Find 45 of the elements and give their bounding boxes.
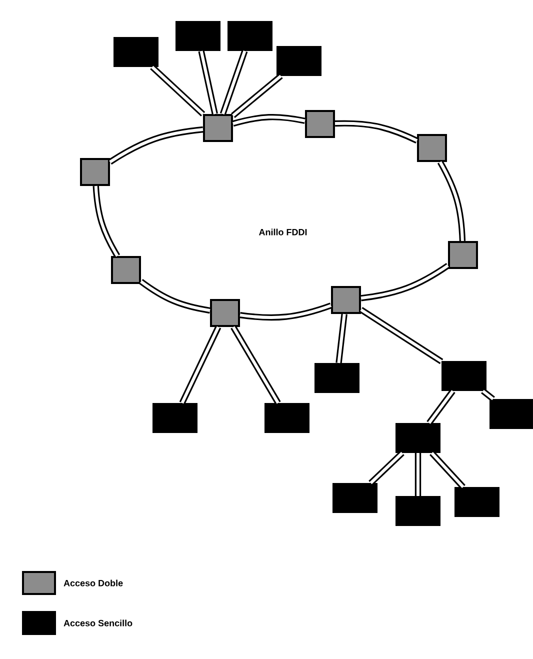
station-cable: [336, 314, 348, 364]
station-cable: [414, 453, 422, 496]
station-cable: [231, 74, 283, 118]
dual-station-box: [417, 134, 447, 162]
single-station-box: [314, 363, 360, 393]
station-cable: [359, 307, 444, 364]
station-cable: [179, 326, 222, 404]
station-cable: [481, 388, 495, 402]
station-cable: [220, 50, 248, 116]
single-station-box: [490, 399, 533, 429]
ring-cable: [437, 160, 466, 242]
dual-station-box: [331, 286, 361, 314]
single-station-box: [442, 361, 486, 391]
single-station-box: [276, 46, 322, 76]
single-station-box: [152, 403, 198, 433]
ring-cable: [232, 114, 306, 127]
dual-station-box: [203, 114, 233, 142]
ring-cable: [360, 262, 450, 302]
ring-cable: [108, 126, 204, 165]
station-cable: [368, 450, 404, 486]
ring-cable: [92, 186, 120, 258]
ring-cable: [240, 302, 332, 321]
ring-label: Anillo FDDI: [258, 228, 307, 236]
ring-cable: [139, 279, 211, 314]
single-station-box: [454, 487, 500, 517]
legend-text: Acceso Sencillo: [64, 620, 132, 626]
station-cable: [426, 389, 456, 425]
dual-station-box: [448, 241, 478, 269]
ring-cable: [334, 120, 418, 144]
single-station-box: [396, 423, 440, 453]
single-station-box: [114, 37, 158, 67]
single-station-box: [176, 21, 220, 51]
single-station-box: [332, 483, 378, 513]
single-station-box: [228, 21, 272, 51]
single-station-box: [264, 403, 310, 433]
dual-station-box: [210, 299, 240, 327]
station-cable: [430, 450, 466, 490]
single-station-box: [396, 496, 440, 526]
station-cable: [150, 64, 206, 116]
station-cable: [230, 325, 281, 405]
legend-text: Acceso Doble: [64, 580, 123, 586]
dual-station-box: [80, 158, 110, 186]
dual-station-box: [111, 256, 141, 284]
dual-station-box: [305, 110, 335, 138]
station-cable: [198, 50, 218, 115]
